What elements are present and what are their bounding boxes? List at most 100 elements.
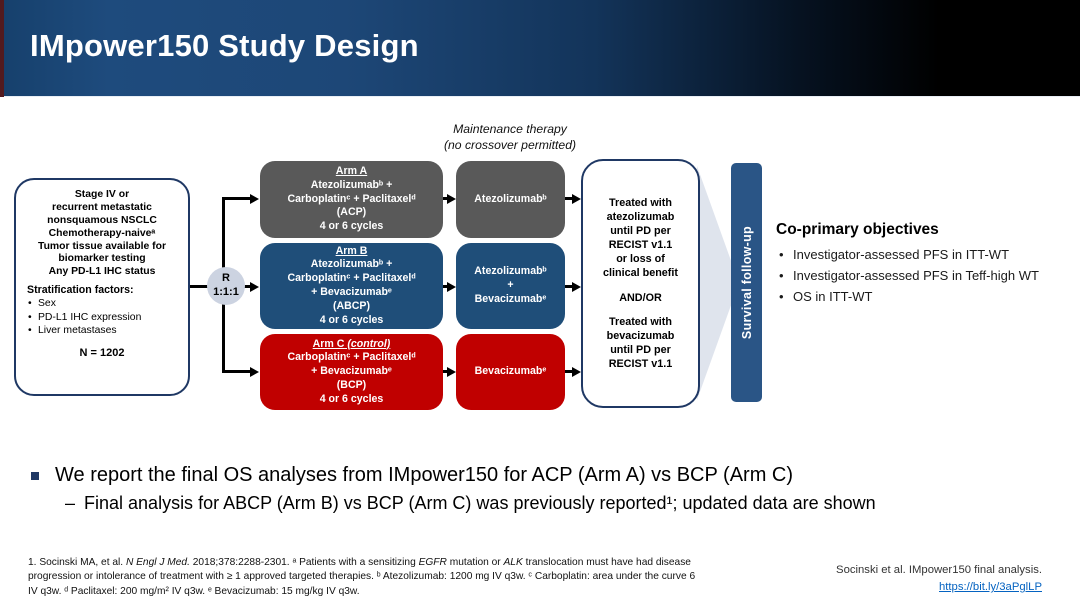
arm-a-line: (ACP) [336, 206, 367, 219]
arrowhead-icon [250, 366, 259, 377]
randomization-ratio: 1:1:1 [213, 286, 239, 298]
stratification-items: SexPD-L1 IHC expressionLiver metastases [27, 297, 182, 338]
dash-bullet-icon: – [65, 493, 76, 513]
arm-b-box: Arm B Atezolizumabᵇ +Carboplatinᶜ + Pacl… [260, 243, 443, 329]
maintenance-b-box: Atezolizumabᵇ+Bevacizumabᵉ [456, 243, 565, 329]
arrowhead-icon [447, 366, 456, 377]
arm-a-title: Arm A [335, 165, 368, 178]
arm-a-regimen: Atezolizumabᵇ +Carboplatinᶜ + Paclitaxel… [260, 179, 443, 234]
maintenance-b-line: + [507, 279, 514, 292]
arm-c-line: Carboplatinᶜ + Paclitaxelᵈ [287, 351, 416, 364]
stratification-item: Liver metastases [27, 324, 182, 338]
treatment-line: until PD per [610, 225, 671, 238]
eligibility-line: Chemotherapy-naiveᵃ [48, 227, 156, 239]
gene-egfr: EGFR [418, 557, 447, 568]
arrowhead-icon [572, 281, 581, 292]
bitly-link[interactable]: https://bit.ly/3aPglLP [939, 580, 1042, 593]
arm-b-line: Carboplatinᶜ + Paclitaxelᵈ [287, 272, 416, 285]
arm-c-line: 4 or 6 cycles [319, 392, 384, 405]
maintenance-c-line: Bevacizumabᵉ [474, 365, 547, 378]
treatment-line: RECIST v1.1 [608, 239, 673, 252]
randomization-r: R [222, 272, 230, 285]
eligibility-line: Tumor tissue available for [38, 240, 166, 252]
eligibility-line: biomarker testing [58, 253, 146, 265]
objectives-title: Co-primary objectives [776, 221, 939, 238]
maintenance-header-line1: Maintenance therapy [453, 122, 567, 136]
arrowhead-icon [572, 366, 581, 377]
connector-line [243, 285, 250, 288]
connector-line [190, 285, 208, 288]
gene-alk: ALK [503, 557, 523, 568]
connector-line [222, 197, 250, 200]
connector-line [565, 197, 573, 200]
arm-c-title: Arm C (control) [312, 337, 391, 350]
maintenance-b-line: Bevacizumabᵉ [474, 292, 547, 305]
summary-main-row: We report the final OS analyses from IMp… [28, 464, 1048, 487]
footnotes: 1. Socinski MA, et al. N Engl J Med. 201… [28, 557, 696, 597]
objective-item: Investigator-assessed PFS in Teff-high W… [776, 265, 1078, 286]
credit-block: Socinski et al. IMpower150 final analysi… [836, 562, 1042, 596]
connector-line [442, 285, 448, 288]
arm-c-regimen: Carboplatinᶜ + Paclitaxelᵈ+ Bevacizumabᵉ… [260, 351, 443, 406]
treatment-line: clinical benefit [603, 267, 678, 280]
eligibility-line: Any PD-L1 IHC status [48, 266, 156, 278]
summary-sub-row: – Final analysis for ABCP (Arm B) vs BCP… [65, 493, 1048, 514]
page-title: IMpower150 Study Design [30, 28, 419, 63]
arm-a-box: Arm A Atezolizumabᵇ +Carboplatinᶜ + Pacl… [260, 161, 443, 238]
credit-citation: Socinski et al. IMpower150 final analysi… [836, 564, 1042, 576]
arrowhead-icon [447, 281, 456, 292]
maintenance-a-line: Atezolizumabᵇ [474, 192, 547, 205]
objective-item: Investigator-assessed PFS in ITT-WT [776, 244, 1078, 265]
treatment-line: RECIST v1.1 [608, 357, 673, 370]
arm-b-line: (ABCP) [332, 299, 371, 312]
treatment-line: Treated with [609, 315, 672, 328]
eligibility-line: Stage IV or [74, 189, 130, 200]
arm-b-title: Arm B [335, 244, 368, 257]
and-or-label: AND/OR [619, 291, 662, 304]
connector-line [222, 370, 250, 373]
arm-b-regimen: Atezolizumabᵇ +Carboplatinᶜ + Paclitaxel… [260, 258, 443, 327]
treatment-line: bevacizumab [606, 329, 675, 342]
maintenance-a-regimen: Atezolizumabᵇ [456, 193, 565, 207]
arm-c-line: (BCP) [336, 378, 367, 391]
eligibility-line: nonsquamous NSCLC [47, 214, 157, 226]
summary-sub-text: Final analysis for ABCP (Arm B) vs BCP (… [84, 493, 876, 513]
maintenance-a-box: Atezolizumabᵇ [456, 161, 565, 238]
arm-a-line: 4 or 6 cycles [319, 220, 384, 233]
arm-c-box: Arm C (control) Carboplatinᶜ + Paclitaxe… [260, 334, 443, 410]
maintenance-b-line: Atezolizumabᵇ [474, 265, 547, 278]
maintenance-b-regimen: Atezolizumabᵇ+Bevacizumabᵉ [456, 265, 565, 306]
summary-section: We report the final OS analyses from IMp… [28, 464, 1048, 514]
objective-item: OS in ITT-WT [776, 286, 1078, 307]
arm-b-line: Atezolizumabᵇ + [310, 258, 393, 271]
survival-followup-label: Survival follow-up [739, 225, 754, 340]
arrowhead-icon [447, 193, 456, 204]
treatment-line: or loss of [616, 253, 665, 266]
treatment-line: until PD per [610, 343, 671, 356]
arm-a-line: Atezolizumabᵇ + [310, 178, 393, 191]
stratification-title: Stratification factors: [27, 284, 134, 297]
eligibility-line: recurrent metastatic [52, 201, 152, 213]
connector-line [442, 197, 448, 200]
maintenance-c-box: Bevacizumabᵉ [456, 334, 565, 410]
connector-line [442, 370, 448, 373]
enrollment-count: N = 1202 [79, 346, 125, 359]
maintenance-header: Maintenance therapy (no crossover permit… [396, 122, 624, 153]
connector-line [565, 285, 573, 288]
stratification-item: Sex [27, 297, 182, 311]
treatment-line: Treated with [609, 197, 672, 210]
connector-line [565, 370, 573, 373]
maintenance-c-regimen: Bevacizumabᵉ [456, 365, 565, 379]
arrowhead-icon [250, 281, 259, 292]
journal-name: N Engl J Med. [125, 557, 190, 568]
stratification-item: PD-L1 IHC expression [27, 311, 182, 325]
header-accent-stripe [0, 0, 4, 97]
maintenance-header-line2: (no crossover permitted) [443, 137, 577, 152]
arm-b-line: + Bevacizumabᵉ [311, 286, 392, 298]
arm-c-line: + Bevacizumabᵉ [311, 365, 392, 378]
summary-main-text: We report the final OS analyses from IMp… [55, 464, 794, 486]
